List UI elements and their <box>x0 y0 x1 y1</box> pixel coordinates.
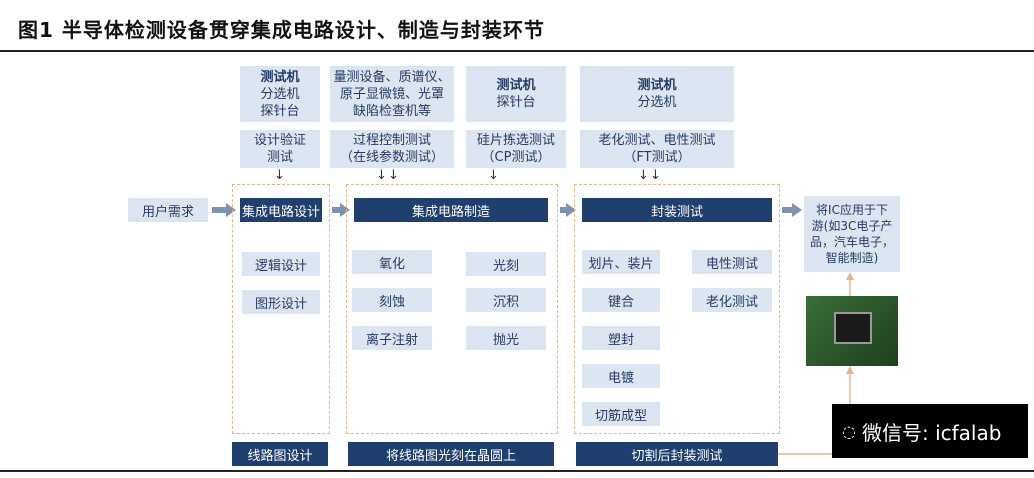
packaging-item: 划片、装片 <box>582 250 660 274</box>
figure-title: 图1 半导体检测设备贯穿集成电路设计、制造与封装环节 <box>18 18 545 42</box>
equipment-line: 分选机 <box>260 86 300 102</box>
test-type-line: 过程控制测试 <box>352 133 431 148</box>
flow-arrow-shaft <box>782 207 794 213</box>
manufacturing-stage-frame <box>346 184 558 434</box>
flow-arrow-shaft <box>332 207 340 213</box>
manufacturing-item: 抛光 <box>466 326 546 350</box>
equipment-line: 测试机 <box>496 78 536 93</box>
packaging-item: 电镀 <box>582 364 660 388</box>
downstream-line: 品，汽车电子， <box>809 235 894 249</box>
watermark: ◌ 微信号: icfalab <box>832 404 1028 458</box>
chip-core-icon <box>834 312 872 344</box>
watermark-text: 微信号: icfalab <box>861 420 1002 445</box>
user-demand-box: 用户需求 <box>128 198 208 222</box>
down-arrow-icon: ↓ <box>488 168 499 183</box>
design-stage-footer: 线路图设计 <box>232 442 328 466</box>
downstream-line: 将IC应用于下 <box>816 203 888 217</box>
packaging-stage-footer: 切割后封装测试 <box>576 442 778 466</box>
equipment-line: 探针台 <box>260 103 300 119</box>
right-arrow-icon <box>340 203 350 217</box>
wechat-icon: ◌ <box>842 421 856 441</box>
test-type-line: 设计验证 <box>253 133 306 148</box>
manufacturing-stage-header: 集成电路制造 <box>354 198 548 222</box>
down-arrow-icon: ↓ <box>388 168 399 183</box>
test-type-ft: 老化测试、电性测试 （FT测试） <box>580 130 734 168</box>
test-type-line: （CP测试） <box>481 150 551 165</box>
equipment-box-design: 测试机分选机探针台 <box>240 66 320 122</box>
down-arrow-icon: ↓ <box>638 168 649 183</box>
down-arrow-icon: ↓ <box>650 168 661 183</box>
flow-arrow-shaft <box>212 207 226 213</box>
equipment-box-cp: 测试机探针台 <box>466 66 566 122</box>
downstream-line: 智能制造) <box>825 251 879 265</box>
design-item: 图形设计 <box>242 290 320 314</box>
right-arrow-icon <box>226 203 236 217</box>
test-type-process-control: 过程控制测试 （在线参数测试） <box>330 130 454 168</box>
manufacturing-item: 沉积 <box>466 288 546 312</box>
test-type-line: 老化测试、电性测试 <box>598 133 716 148</box>
down-arrow-icon: ↓ <box>376 168 387 183</box>
right-arrow-icon <box>566 203 576 217</box>
test-type-design-verification: 设计验证测试 <box>240 130 320 168</box>
flow-arrow-shaft <box>560 207 568 213</box>
bottom-rule <box>0 470 1034 472</box>
packaging-item: 塑封 <box>582 326 660 350</box>
top-rule <box>0 50 1034 52</box>
design-stage-header: 集成电路设计 <box>240 198 322 222</box>
equipment-line: 分选机 <box>637 95 677 110</box>
equipment-box-ft: 测试机分选机 <box>580 66 734 122</box>
manufacturing-item: 离子注射 <box>352 326 432 350</box>
test-type-cp: 硅片拣选测试 （CP测试） <box>466 130 566 168</box>
down-arrow-icon: ↓ <box>274 168 285 183</box>
equipment-line: 缺陷检查机等 <box>352 103 431 119</box>
packaging-stage-header: 封装测试 <box>582 198 772 222</box>
equipment-line: 原子显微镜、光罩 <box>339 86 444 102</box>
manufacturing-item: 光刻 <box>466 252 546 276</box>
test-type-line: （FT测试） <box>623 150 691 165</box>
packaging-item: 老化测试 <box>692 288 772 312</box>
manufacturing-item: 氧化 <box>352 250 432 274</box>
packaging-item: 键合 <box>582 288 660 312</box>
design-item: 逻辑设计 <box>242 252 320 276</box>
packaging-item: 电性测试 <box>692 250 772 274</box>
equipment-line: 测试机 <box>637 78 677 93</box>
equipment-line: 探针台 <box>496 95 536 110</box>
manufacturing-item: 刻蚀 <box>352 288 432 312</box>
packaging-stage-frame <box>574 184 780 434</box>
ic-chip-image <box>806 296 898 366</box>
test-type-line: 测试 <box>266 150 293 165</box>
equipment-box-process-control: 量测设备、质谱仪、原子显微镜、光罩缺陷检查机等 <box>330 66 454 122</box>
manufacturing-stage-footer: 将线路图光刻在晶圆上 <box>348 442 554 466</box>
test-type-line: （在线参数测试） <box>339 150 444 165</box>
right-arrow-icon <box>792 203 802 217</box>
equipment-line: 测试机 <box>260 69 300 85</box>
downstream-application-box: 将IC应用于下游(如3C电子产品，汽车电子， 智能制造) <box>804 196 900 272</box>
design-stage-frame <box>232 184 330 434</box>
packaging-item: 切筋成型 <box>582 402 660 426</box>
equipment-line: 量测设备、质谱仪、 <box>333 69 451 85</box>
test-type-line: 硅片拣选测试 <box>476 133 555 148</box>
downstream-line: 游(如3C电子产 <box>811 219 893 233</box>
